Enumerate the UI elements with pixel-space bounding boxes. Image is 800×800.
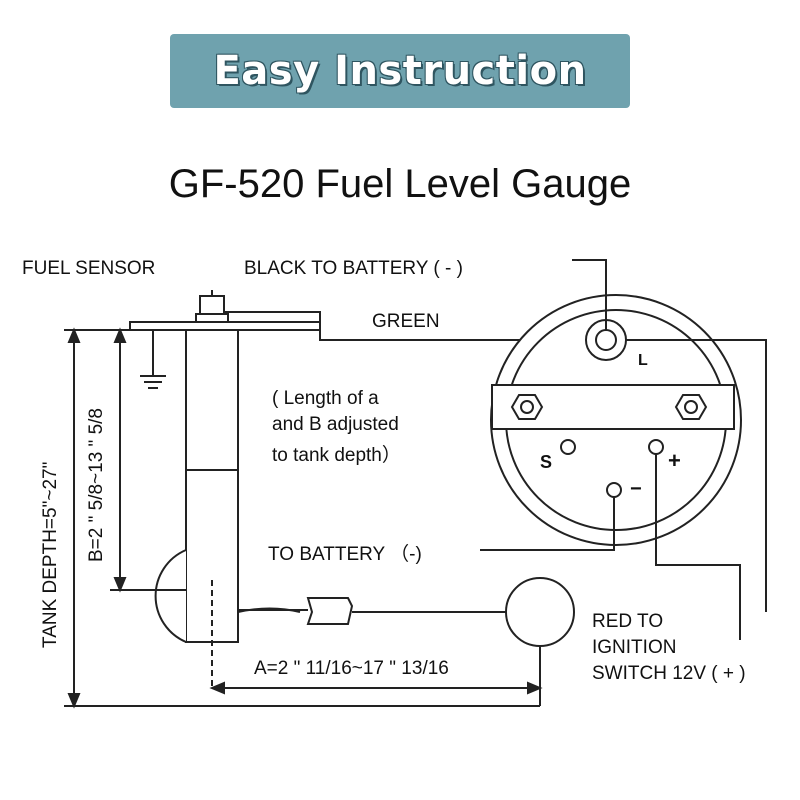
page-title: GF-520 Fuel Level Gauge	[168, 162, 632, 206]
label-length-note-3: to tank depth）	[272, 445, 401, 466]
label-red-1: RED TO	[592, 611, 664, 632]
sensor-terminal-washer	[195, 313, 229, 323]
black-wire	[572, 259, 607, 330]
negative-wire	[480, 497, 615, 551]
terminal-label-negative: −	[630, 478, 642, 500]
gauge-positive-terminal	[648, 439, 664, 455]
label-length-note-2: and B adjusted	[272, 414, 399, 435]
terminal-label-s: S	[540, 452, 553, 472]
float-pivot	[154, 549, 187, 643]
sensor-tube-upper	[185, 329, 239, 471]
label-green: GREEN	[372, 311, 440, 332]
float-ball	[505, 577, 575, 647]
float-arm-clip	[306, 597, 354, 625]
label-dimension-a: A=2 " 11/16~17 " 13/16	[254, 658, 449, 679]
red-wire	[655, 454, 741, 640]
bracket-nut-right	[674, 394, 708, 420]
label-length-note-1: ( Length of a	[272, 388, 379, 409]
banner: Easy Instruction	[170, 34, 630, 108]
gauge-negative-terminal	[606, 482, 622, 498]
sensor-tube-lower	[185, 469, 239, 643]
label-dimension-b: B=2 " 5/8~13 " 5/8	[86, 408, 107, 562]
bracket-nut-left	[510, 394, 544, 420]
label-black-to-battery: BLACK TO BATTERY ( - )	[244, 258, 463, 279]
label-to-battery: TO BATTERY （-)	[268, 544, 422, 565]
terminal-label-positive: +	[668, 448, 681, 473]
banner-text: Easy Instruction	[213, 48, 587, 94]
label-tank-depth: TANK DEPTH=5"~27"	[40, 461, 61, 648]
label-red-3: SWITCH 12V ( + )	[592, 663, 746, 684]
label-fuel-sensor: FUEL SENSOR	[22, 258, 156, 279]
terminal-label-l: L	[638, 352, 648, 369]
sensor-mount-plate	[129, 321, 321, 331]
gauge-sender-terminal	[560, 439, 576, 455]
light-wire	[626, 339, 767, 612]
label-red-2: IGNITION	[592, 637, 677, 658]
